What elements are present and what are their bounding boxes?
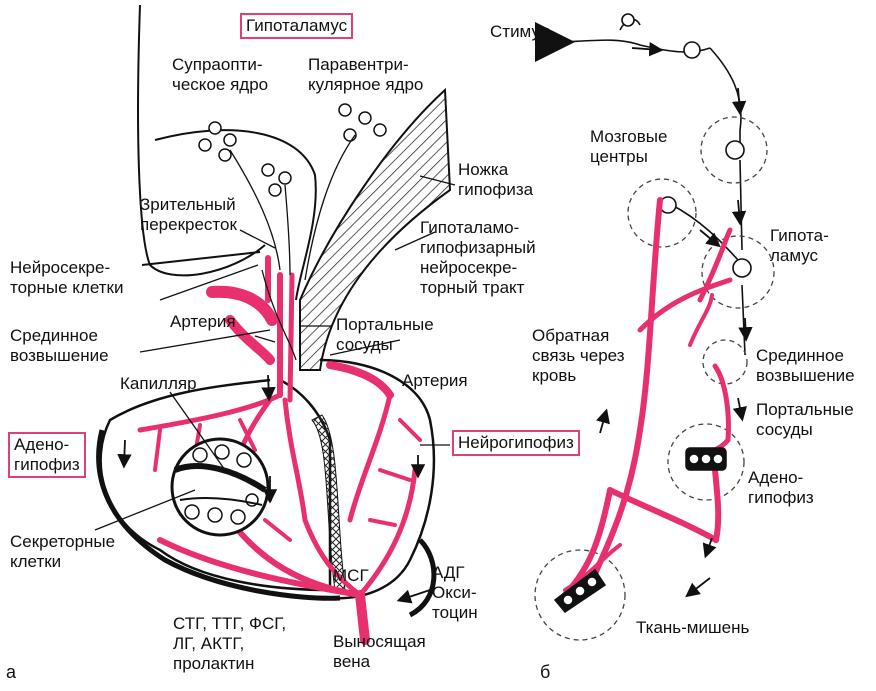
capillary-label: Капилляр xyxy=(120,374,197,394)
vessels-b xyxy=(560,200,730,600)
msg-label: МСГ xyxy=(333,566,369,586)
optic-chiasm-label: Зрительный перекресток xyxy=(140,195,237,235)
vein-label: Выносящая вена xyxy=(333,632,426,672)
brain-centers-label: Мозговые центры xyxy=(590,127,667,167)
panel-a-letter: а xyxy=(6,662,16,683)
hypothalamus-b-label: Гипота- ламус xyxy=(770,226,829,266)
stimulus-label: Стимул xyxy=(490,22,549,42)
median-eminence-label: Срединное возвышение xyxy=(10,326,109,366)
adh-label: АДГ Окси- тоцин xyxy=(432,563,478,623)
artery-right-label: Артерия xyxy=(402,371,468,391)
artery-left-label: Артерия xyxy=(170,312,236,332)
adenohypophysis-label: Адено- гипофиз xyxy=(8,432,86,478)
tract-label: Гипоталамо- гипофизарный нейросекре- тор… xyxy=(420,218,536,298)
secretory-label: Секреторные клетки xyxy=(10,532,115,572)
neurons-a xyxy=(199,104,386,196)
supraoptic-label: Супраопти- ческое ядро xyxy=(172,55,268,95)
neurohypophysis-label: Нейрогипофиз xyxy=(452,430,580,456)
hormones-label: СТГ, ТТГ, ФСГ, ЛГ, АКТГ, пролактин xyxy=(173,614,286,674)
feedback-label: Обратная связь через кровь xyxy=(532,326,625,386)
capillary-detail xyxy=(172,439,268,535)
portal-b-label: Портальные сосуды xyxy=(756,400,854,440)
neurosecretory-label: Нейросекре- торные клетки xyxy=(10,258,123,298)
stalk-label: Ножка гипофиза xyxy=(458,160,533,200)
median-eminence-b-label: Срединное возвышение xyxy=(756,346,855,386)
panel-b-letter: б xyxy=(540,662,550,683)
portal-label: Портальные сосуды xyxy=(336,315,434,355)
adenohypophysis-b-label: Адено- гипофиз xyxy=(748,468,814,508)
neuron-chain-b xyxy=(565,20,745,355)
hypothalamus-label: Гипоталамус xyxy=(240,13,353,39)
target-label: Ткань-мишень xyxy=(636,618,749,638)
paraventricular-label: Паравентри- кулярное ядро xyxy=(308,55,423,95)
